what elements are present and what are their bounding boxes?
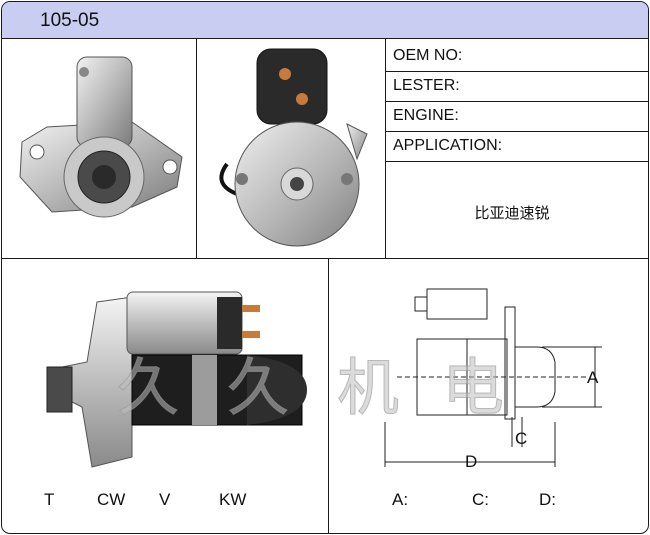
- label-kw: KW: [219, 490, 247, 509]
- dim-c-label: C: [515, 429, 527, 448]
- header-bar: 105-05: [2, 2, 648, 39]
- part-code: 105-05: [40, 10, 100, 31]
- dimension-diagram: A C D: [384, 288, 602, 471]
- label-cw: CW: [97, 490, 126, 509]
- spec-label: ENGINE:: [393, 107, 459, 124]
- dim-a-label: A: [587, 368, 599, 387]
- starter-front-photo: [19, 56, 183, 218]
- watermark-char: 久: [116, 351, 180, 425]
- application-note: 比亚迪速锐: [474, 204, 550, 222]
- divider: [328, 258, 329, 533]
- watermark-char: 久: [226, 351, 290, 425]
- divider: [2, 258, 648, 259]
- spec-label: APPLICATION:: [393, 137, 503, 154]
- label-t: T: [44, 490, 55, 509]
- spec-label: OEM NO:: [393, 47, 463, 64]
- label-c: C:: [472, 490, 489, 509]
- spec-row-lester: LESTER:: [386, 72, 648, 102]
- watermark-char: 机: [336, 351, 400, 425]
- label-v: V: [159, 490, 171, 509]
- starter-rear-photo: [219, 48, 368, 247]
- label-a: A:: [392, 490, 409, 509]
- dim-d-label: D: [465, 452, 477, 471]
- watermark-char: 电: [441, 351, 505, 425]
- solenoid-outline: [426, 288, 488, 320]
- divider: [196, 38, 197, 259]
- spec-label: LESTER:: [393, 77, 460, 94]
- label-d: D:: [539, 490, 556, 509]
- spec-row-oem: OEM NO:: [386, 42, 648, 72]
- divider: [385, 38, 386, 259]
- spec-row-engine: ENGINE:: [386, 102, 648, 132]
- starter-side-photo: [46, 291, 307, 468]
- spec-row-application: APPLICATION:: [386, 132, 648, 162]
